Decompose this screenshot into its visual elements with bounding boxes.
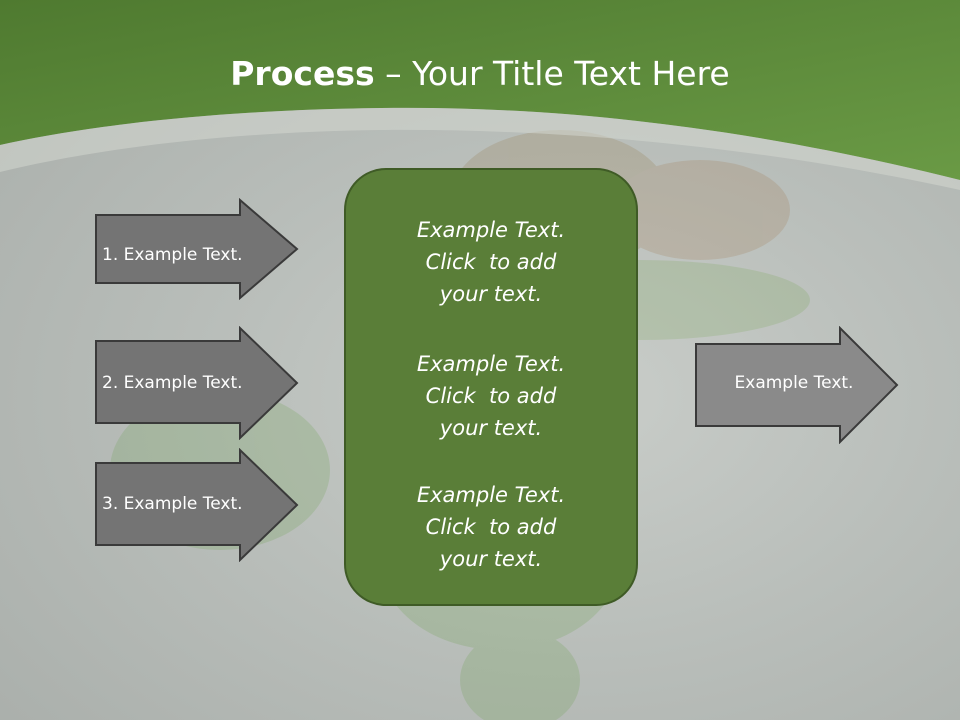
- arrow-shape: [95, 326, 299, 440]
- title-rest: – Your Title Text Here: [374, 54, 730, 93]
- left-arrow-3-label: 3. Example Text.: [102, 494, 243, 514]
- left-arrow-3: 3. Example Text.: [94, 448, 300, 562]
- left-arrow-2-label: 2. Example Text.: [102, 373, 243, 393]
- center-item-3: Example Text. Click to add your text.: [416, 483, 566, 571]
- left-arrow-1-label: 1. Example Text.: [102, 245, 243, 265]
- center-text-box: Example Text. Click to add your text. Ex…: [344, 168, 638, 606]
- title-bold: Process: [230, 54, 375, 93]
- center-item-2: Example Text. Click to add your text.: [416, 352, 566, 440]
- left-arrow-2: 2. Example Text.: [94, 326, 300, 440]
- arrow-shape: [95, 198, 299, 300]
- slide-title: Process – Your Title Text Here: [0, 52, 960, 96]
- arrow-shape: [695, 326, 899, 444]
- center-item-1: Example Text. Click to add your text.: [416, 218, 566, 306]
- left-arrow-1: 1. Example Text.: [94, 198, 300, 300]
- right-arrow: Example Text.: [694, 326, 900, 444]
- right-arrow-label: Example Text.: [734, 373, 854, 393]
- arrow-shape: [95, 448, 299, 562]
